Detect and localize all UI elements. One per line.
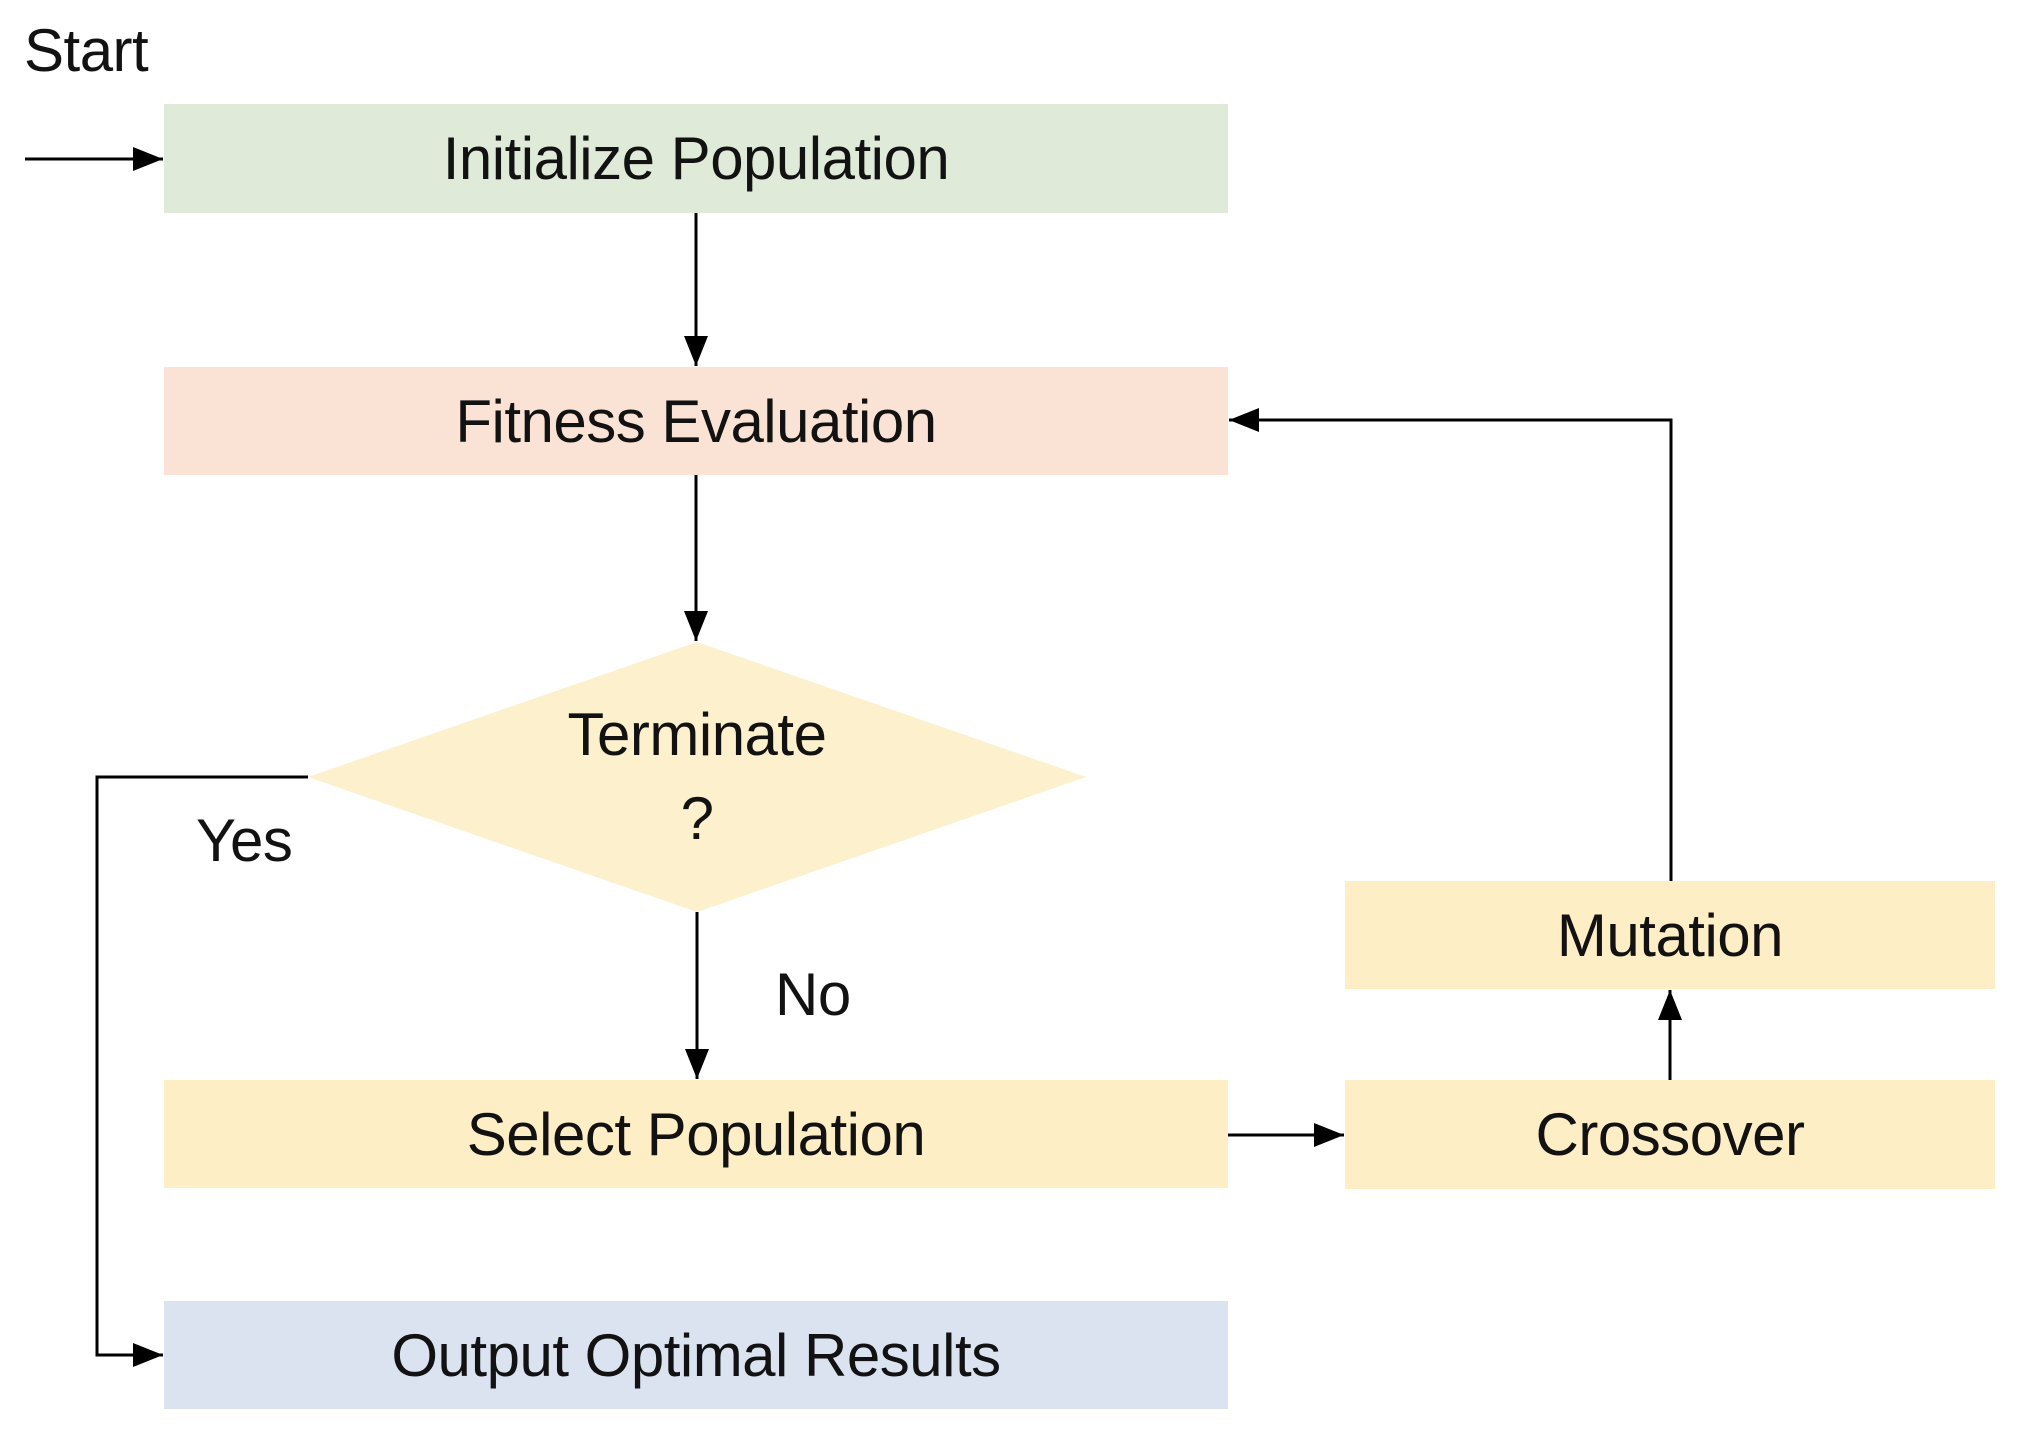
terminate-decision-label: Terminate ? bbox=[447, 693, 947, 861]
select-population-node bbox=[164, 1080, 1228, 1188]
terminate-yes-edge bbox=[95, 775, 308, 1367]
fitness-evaluation-node bbox=[164, 367, 1228, 475]
select-population-label: Select Population bbox=[466, 1100, 926, 1168]
terminate-label-line2: ? bbox=[680, 785, 714, 852]
initialize-population-label: Initialize Population bbox=[442, 125, 950, 192]
crossover-label: Crossover bbox=[1535, 1101, 1805, 1168]
terminate-decision-diamond bbox=[308, 642, 1086, 912]
output-optimal-results-label: Output Optimal Results bbox=[391, 1321, 1001, 1389]
mutation-to-fitness-feedback-edge bbox=[1229, 408, 1673, 881]
mutation-label: Mutation bbox=[1556, 901, 1784, 969]
fitness-evaluation-label: Fitness Evaluation bbox=[455, 387, 937, 455]
output-optimal-results-node bbox=[164, 1301, 1228, 1409]
no-branch-label: No bbox=[775, 961, 851, 1028]
start-label: Start bbox=[24, 17, 149, 84]
crossover-node bbox=[1345, 1080, 1995, 1189]
mutation-node bbox=[1345, 881, 1995, 989]
terminate-label-line1: Terminate bbox=[567, 701, 827, 768]
yes-branch-label: Yes bbox=[196, 807, 293, 874]
initialize-population-node bbox=[164, 104, 1228, 213]
